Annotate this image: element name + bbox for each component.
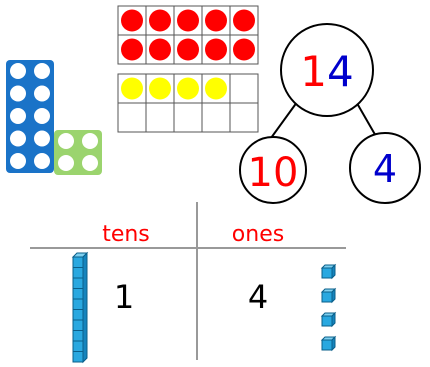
- tens-header: tens: [102, 222, 150, 247]
- unit-cube-side: [332, 337, 335, 350]
- base-ten-blocks: [73, 253, 335, 362]
- place-value-chart: tens ones 1 4: [30, 202, 346, 362]
- ten-frame-bottom: [118, 74, 258, 132]
- counter: [177, 78, 199, 100]
- numicon-four-hole: [58, 133, 74, 149]
- rod-unit: [73, 320, 83, 331]
- numicon-four-hole: [82, 155, 98, 171]
- counter: [149, 39, 171, 61]
- numicon-ten-hole: [34, 108, 50, 124]
- numicon-ten-hole: [34, 131, 50, 147]
- counter: [149, 78, 171, 100]
- rod-side-face: [83, 253, 87, 362]
- unit-cube-side: [332, 313, 335, 326]
- ones-value: 4: [248, 278, 268, 316]
- unit-cube: [322, 340, 332, 350]
- rod-unit: [73, 278, 83, 289]
- rod-unit: [73, 341, 83, 352]
- rod-unit: [73, 299, 83, 310]
- unit-cube-side: [332, 289, 335, 302]
- ten-frame-top: [118, 6, 258, 64]
- counter: [233, 39, 255, 61]
- counter: [121, 10, 143, 32]
- numicon-ten-hole: [34, 153, 50, 169]
- rod-unit: [73, 352, 83, 363]
- numicon-ten-hole: [34, 86, 50, 102]
- counter: [205, 10, 227, 32]
- numicon-ten-hole: [10, 86, 26, 102]
- rod-unit: [73, 268, 83, 279]
- bond-part-ones-number: 4: [373, 147, 397, 191]
- rod-unit: [73, 310, 83, 321]
- bond-part-tens-number: 10: [248, 150, 299, 196]
- counter: [205, 78, 227, 100]
- counter: [205, 39, 227, 61]
- counter: [121, 39, 143, 61]
- rod-unit: [73, 257, 83, 268]
- counter: [121, 78, 143, 100]
- numicon-ten-hole: [10, 63, 26, 79]
- counter: [233, 10, 255, 32]
- rod-unit: [73, 289, 83, 300]
- bond-whole-number: 14: [300, 47, 353, 96]
- numicon-four-hole: [58, 155, 74, 171]
- unit-cube: [322, 268, 332, 278]
- counter: [177, 10, 199, 32]
- ones-header: ones: [232, 222, 284, 247]
- numicon-ten-hole: [34, 63, 50, 79]
- tens-value: 1: [114, 278, 134, 316]
- unit-cube: [322, 316, 332, 326]
- numicon-ten-hole: [10, 153, 26, 169]
- numicon-fourteen: [6, 60, 102, 175]
- ten-frames: [118, 6, 258, 132]
- unit-cube: [322, 292, 332, 302]
- numicon-ten-hole: [10, 108, 26, 124]
- numicon-four-hole: [82, 133, 98, 149]
- rod-unit: [73, 331, 83, 342]
- numicon-ten-hole: [10, 131, 26, 147]
- counter: [149, 10, 171, 32]
- number-bond: 14 10 4: [240, 24, 420, 203]
- unit-cube-side: [332, 265, 335, 278]
- counter: [177, 39, 199, 61]
